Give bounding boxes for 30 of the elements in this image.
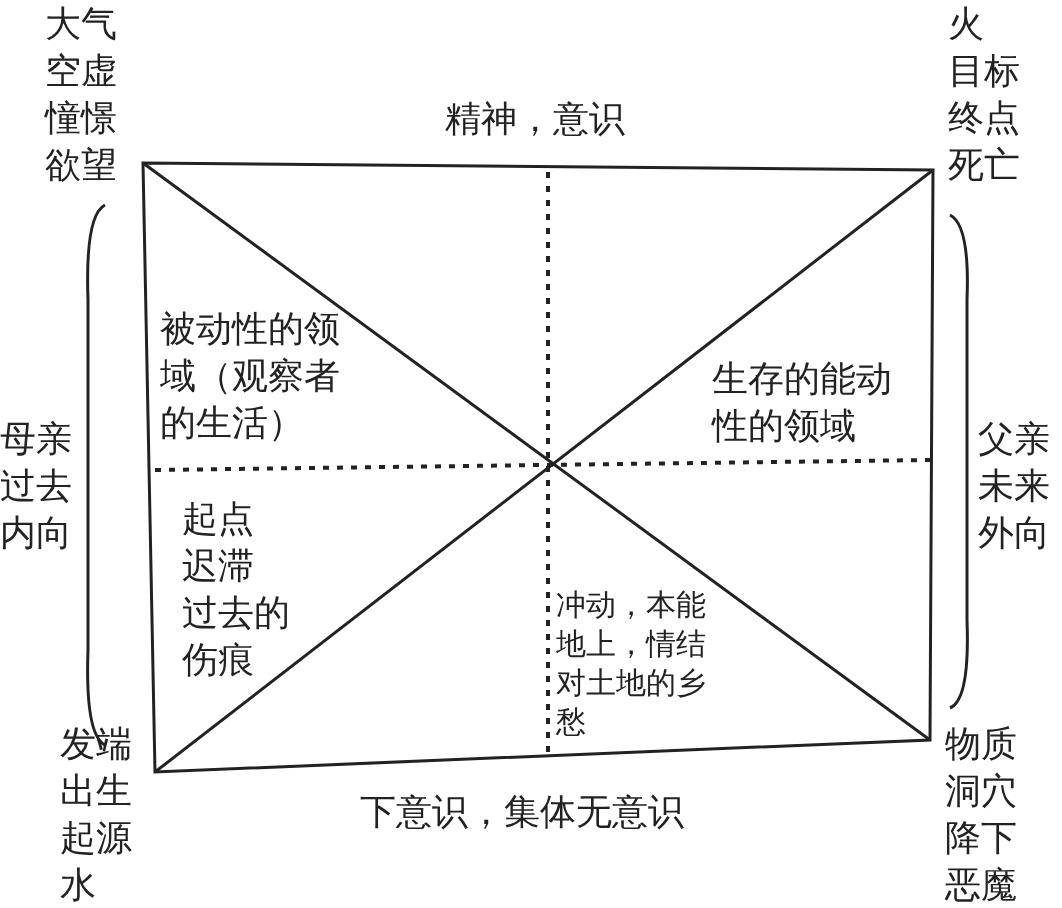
corner-label: 目标 bbox=[948, 49, 1020, 93]
corner-label: 水 bbox=[60, 863, 96, 907]
region-label: 起点 bbox=[182, 497, 254, 541]
side-label: 过去 bbox=[0, 464, 72, 508]
corner-label: 终点 bbox=[948, 96, 1020, 140]
region-label: 过去的伤痕 bbox=[182, 591, 291, 682]
axis-label: 精神，意识 bbox=[445, 97, 625, 141]
corner-label: 死亡 bbox=[948, 143, 1020, 187]
corner-label: 憧憬 bbox=[45, 96, 117, 140]
region-label: 冲动，本能地上，情结对土地的乡愁 bbox=[556, 586, 707, 741]
side-label: 母亲 bbox=[0, 417, 72, 461]
corner-label: 欲望 bbox=[45, 143, 117, 187]
corner-label: 空虚 bbox=[45, 49, 117, 93]
side-label: 父亲 bbox=[978, 417, 1050, 461]
corner-label: 降下 bbox=[945, 816, 1017, 860]
side-label: 未来 bbox=[978, 464, 1050, 508]
corner-label: 大气 bbox=[45, 2, 117, 46]
region-label: 生存的能动性的领域 bbox=[712, 357, 893, 448]
side-label: 内向 bbox=[0, 511, 72, 555]
corner-label: 恶魔 bbox=[945, 863, 1017, 907]
region-label: 迟滞 bbox=[182, 544, 254, 588]
region-label: 被动性的领域（观察者的生活） bbox=[160, 307, 341, 445]
axis-label: 下意识，集体无意识 bbox=[360, 790, 684, 834]
corner-label: 出生 bbox=[60, 769, 132, 813]
corner-label: 洞穴 bbox=[945, 769, 1017, 813]
corner-label: 发端 bbox=[60, 722, 132, 766]
corner-label: 起源 bbox=[60, 816, 132, 860]
corner-label: 物质 bbox=[945, 722, 1017, 766]
side-label: 外向 bbox=[978, 511, 1050, 555]
corner-label: 火 bbox=[948, 2, 984, 46]
